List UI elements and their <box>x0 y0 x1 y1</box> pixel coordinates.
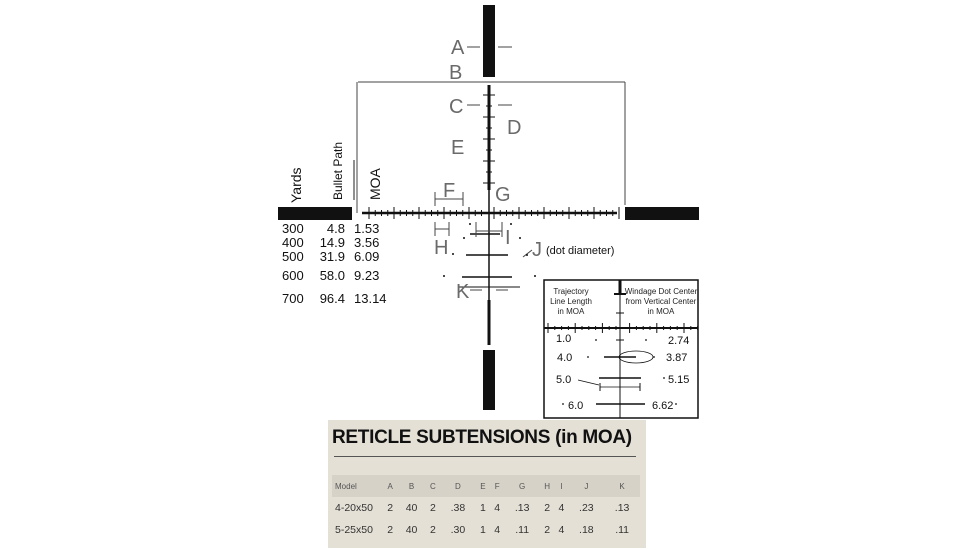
inset-right-value: 5.15 <box>668 374 689 386</box>
subtensions-cell: 4 <box>558 524 565 536</box>
drop-table-cell: 6.09 <box>354 249 379 264</box>
subtensions-header: H <box>539 475 555 497</box>
subtensions-cell: .18 <box>579 524 594 536</box>
subtensions-cell: 4 <box>494 502 501 514</box>
subtensions-cell: 2 <box>544 502 551 514</box>
label-j-note: (dot diameter) <box>546 245 614 257</box>
drop-table-cell: 4.8 <box>327 221 345 236</box>
drop-table-cell: 300 <box>282 221 304 236</box>
inset-right-title: from Vertical Center <box>626 297 697 306</box>
subtensions-header: B <box>397 475 426 497</box>
inset-right-title: Windage Dot Center <box>625 287 698 296</box>
subtensions-header: D <box>440 475 476 497</box>
drop-table-cell: 400 <box>282 235 304 250</box>
inset-left-value: 5.0 <box>556 374 571 386</box>
subtensions-cell: 4-20x50 <box>335 502 373 514</box>
subtensions-cell: 2 <box>430 502 436 514</box>
drop-table-cell: 14.9 <box>320 235 345 250</box>
drop-table-cell: 500 <box>282 249 304 264</box>
subtensions-cell: 4 <box>558 502 565 514</box>
subtensions-cell: .13 <box>514 502 530 514</box>
drop-table-cell: 96.4 <box>320 291 345 306</box>
subtensions-title: RETICLE SUBTENSIONS (in MOA) <box>332 427 632 448</box>
drop-table-cell: 700 <box>282 291 304 306</box>
subtensions-cell: .38 <box>450 502 466 514</box>
label-b: B <box>449 62 462 84</box>
windage-ticks <box>368 207 620 219</box>
drop-table-cell: 13.14 <box>354 291 387 306</box>
drop-table-cell: 1.53 <box>354 221 379 236</box>
subtensions-cell: 2 <box>387 502 394 514</box>
subtensions-cell: 1 <box>479 524 486 536</box>
label-i: I <box>505 227 511 249</box>
subtensions-cell: .11 <box>515 524 530 536</box>
subtensions-cell: .13 <box>614 502 630 514</box>
inset-left-value: 6.0 <box>568 400 583 412</box>
label-g: G <box>495 184 511 206</box>
inset-right-value: 2.74 <box>668 335 689 347</box>
subtensions-cell: 5-25x50 <box>335 524 373 536</box>
top-post <box>483 5 495 77</box>
right-post <box>625 207 699 220</box>
subtensions-header: K <box>604 475 640 497</box>
label-h: H <box>434 237 448 259</box>
subtensions-header: F <box>490 475 505 497</box>
label-f: F <box>443 180 455 202</box>
subtensions-cell: 1 <box>479 502 486 514</box>
subtensions-cell: .23 <box>579 502 594 514</box>
drop-table-cell: 3.56 <box>354 235 379 250</box>
header-moa: MOA <box>367 167 383 200</box>
subtensions-header: C <box>425 475 441 497</box>
subtensions-header: A <box>383 475 398 497</box>
subtensions-cell: 2 <box>387 524 394 536</box>
drop-table-cell: 600 <box>282 268 304 283</box>
label-d: D <box>507 117 521 139</box>
divider <box>334 456 636 457</box>
inset-left-value: 1.0 <box>556 333 571 345</box>
reticle <box>278 5 699 410</box>
inset-box: Trajectory Line Length in MOA Windage Do… <box>543 279 699 419</box>
label-e: E <box>451 137 464 159</box>
label-j: J <box>532 239 542 261</box>
subtensions-cell: 2 <box>544 524 551 536</box>
header-yards: Yards <box>288 167 304 203</box>
subtensions-cell: .11 <box>615 524 630 536</box>
inset-right-value: 6.62 <box>652 400 673 412</box>
inset-left-title: Trajectory <box>553 287 588 296</box>
subtensions-cell: 2 <box>430 524 436 536</box>
elevation-ticks <box>483 94 495 184</box>
drop-table-cell: 58.0 <box>320 268 345 283</box>
inset-left-title: in MOA <box>558 307 585 316</box>
subtensions-header: G <box>504 475 540 497</box>
inset-left-title: Line Length <box>550 297 592 306</box>
drop-table-cell: 31.9 <box>320 249 345 264</box>
inset-left-value: 4.0 <box>557 352 572 364</box>
bottom-post <box>483 350 495 410</box>
inset-right-title: in MOA <box>648 307 675 316</box>
label-k: K <box>456 281 470 303</box>
subtensions-cell: .30 <box>450 524 466 536</box>
subtensions-cell: 4 <box>494 524 501 536</box>
subtensions-cell: 40 <box>405 502 418 514</box>
label-a: A <box>451 37 465 59</box>
wind-dots <box>443 223 536 277</box>
label-c: C <box>449 96 463 118</box>
subtensions-header: J <box>568 475 605 497</box>
left-post <box>278 207 352 220</box>
subtensions-header: Model <box>332 475 383 497</box>
drop-table-cell: 9.23 <box>354 268 379 283</box>
subtensions-header: I <box>554 475 569 497</box>
inset-right-value: 3.87 <box>666 352 687 364</box>
subtensions-cell: 40 <box>405 524 418 536</box>
subtensions-header: E <box>475 475 491 497</box>
header-bullet-path: Bullet Path <box>331 142 345 200</box>
